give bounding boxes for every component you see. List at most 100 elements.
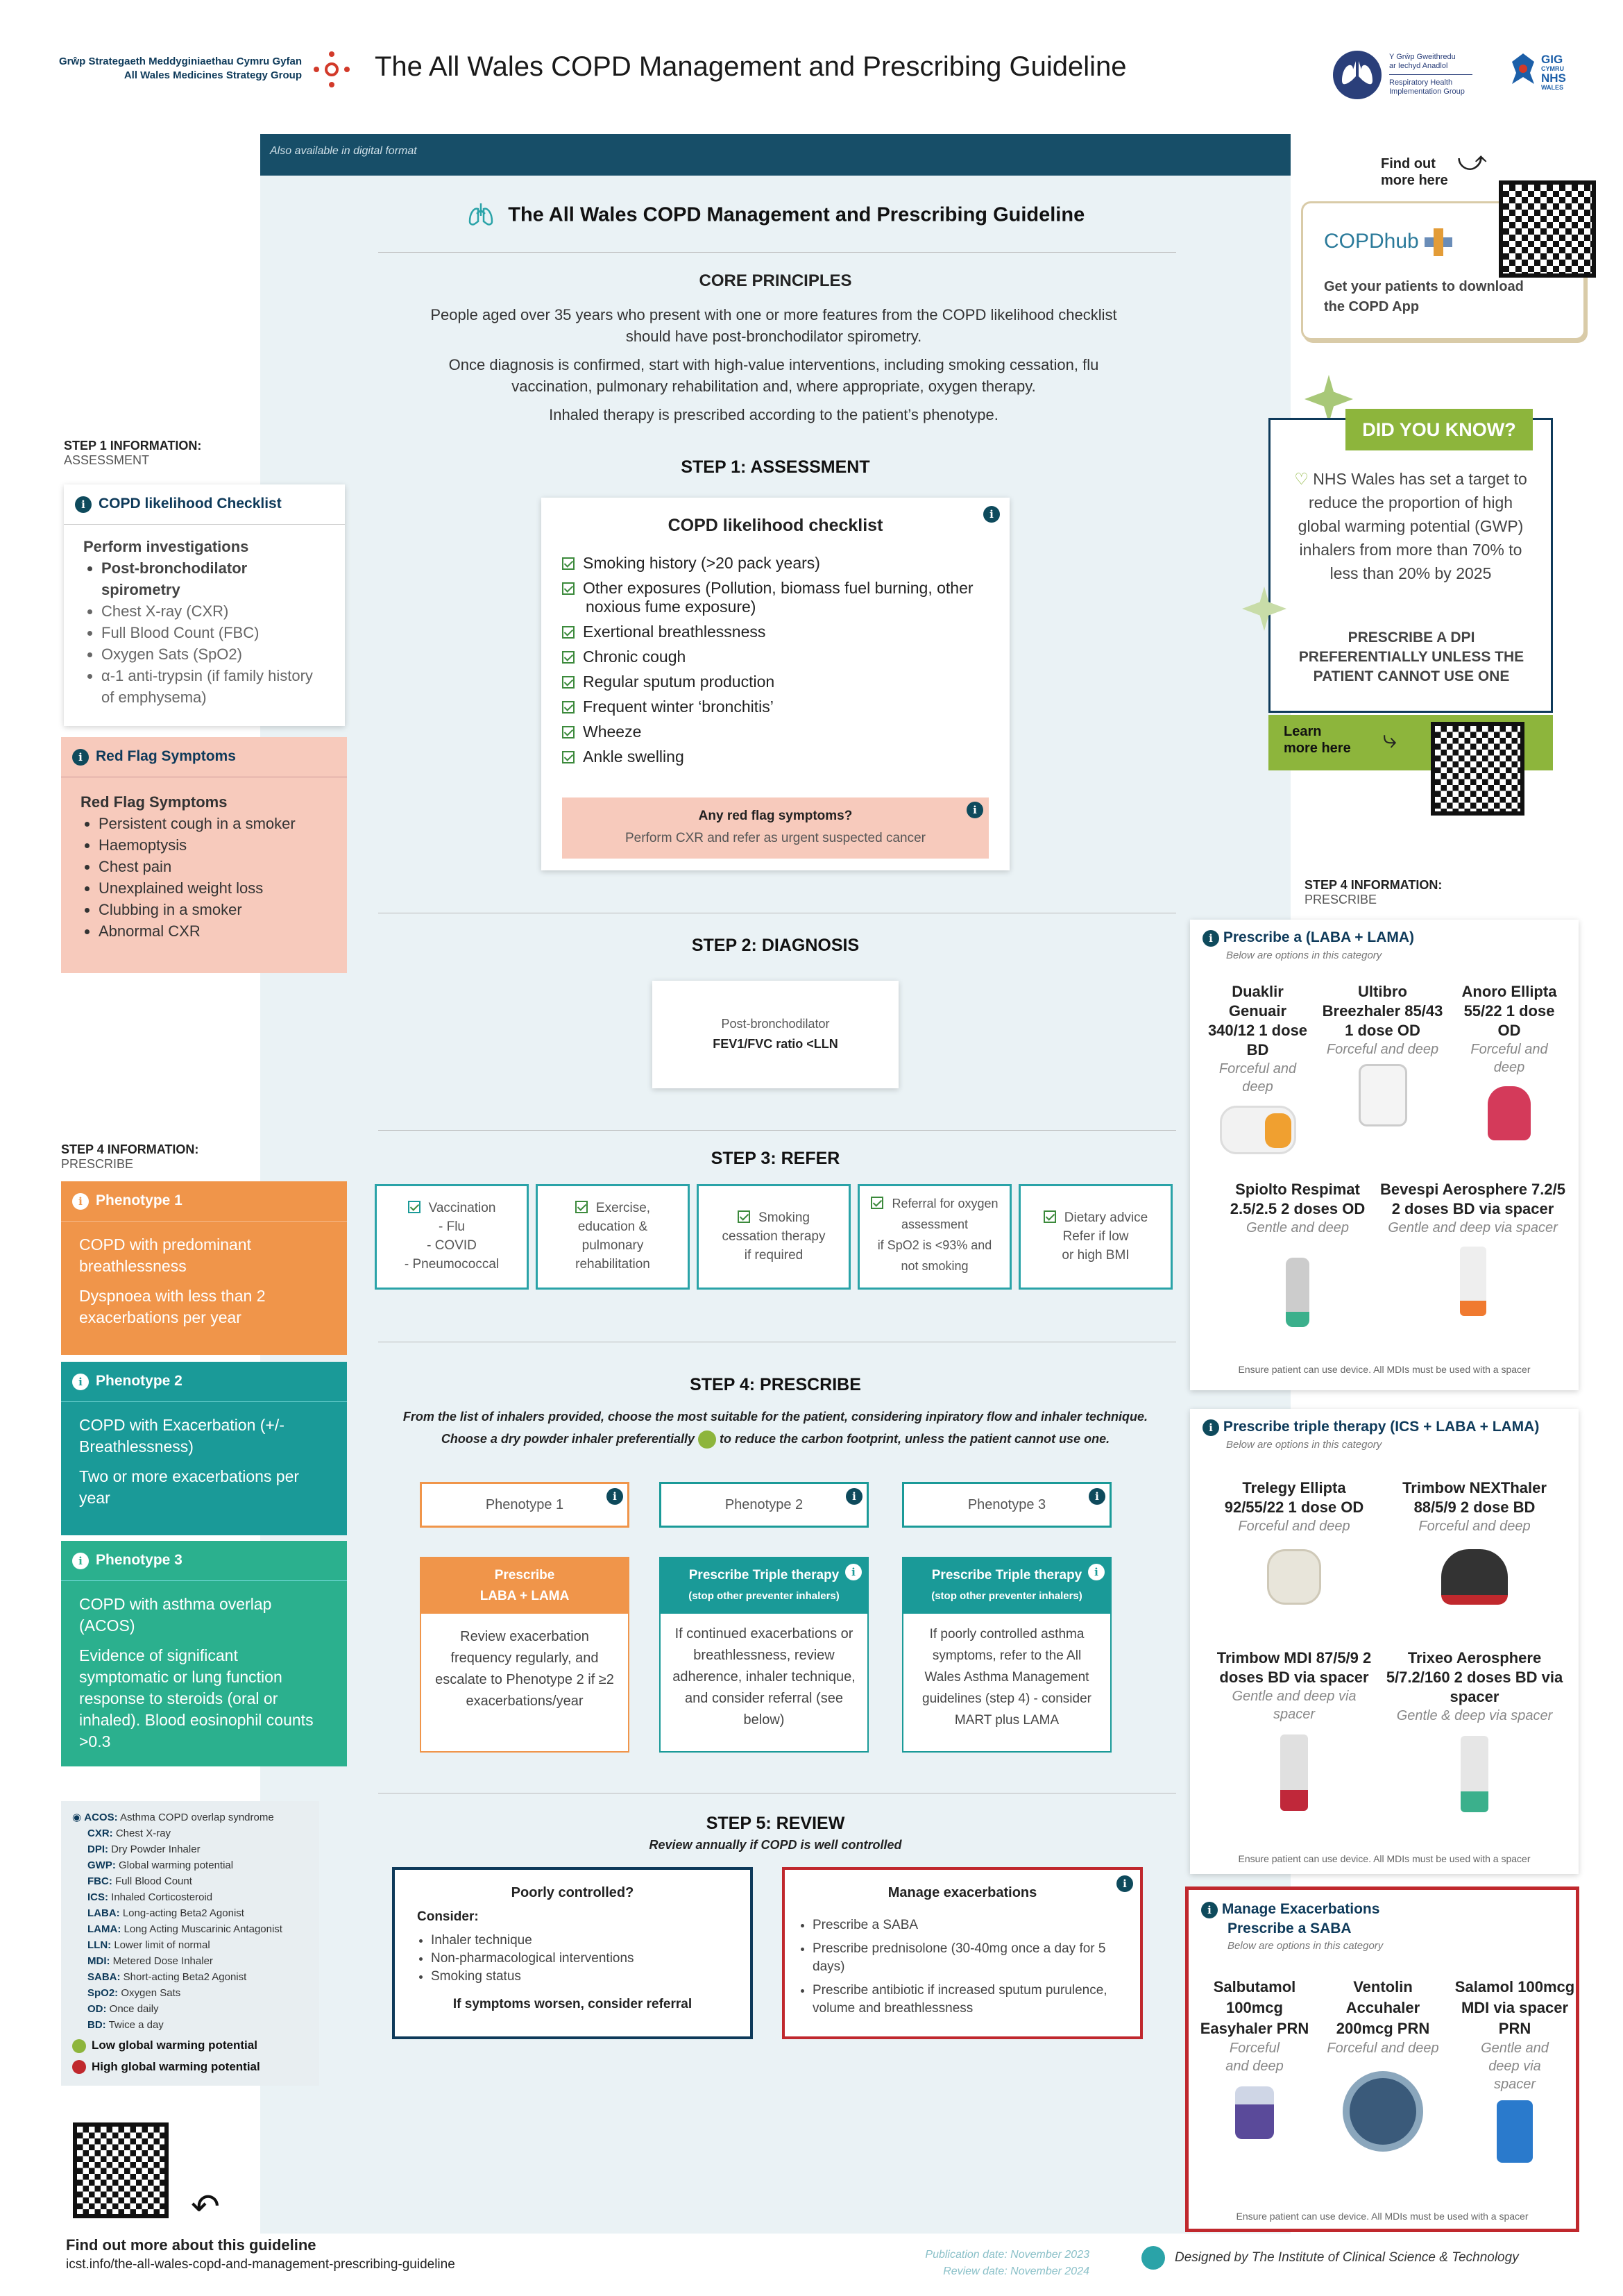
phenotype3-tab[interactable]: Phenotype 3 i: [902, 1482, 1112, 1528]
investigation-item: Chest X-ray (CXR): [101, 600, 325, 622]
abbreviation-item: LABA: Long-acting Beta2 Agonist: [87, 1907, 244, 1919]
triple-therapy-card: i Prescribe triple therapy (ICS + LABA +…: [1190, 1409, 1579, 1874]
rx1-line2: LABA + LAMA: [479, 1589, 570, 1603]
manage-saba-subtitle: Prescribe a SABA: [1227, 1921, 1352, 1936]
anoro-inhaler-icon: [1488, 1086, 1531, 1140]
main-title: The All Wales COPD Management and Prescr…: [508, 203, 1085, 226]
nhs-wales-logo: GIG CYMRU NHS WALES: [1509, 52, 1586, 101]
step3-title: STEP 3: REFER: [711, 1149, 840, 1168]
nhs-cymru: CYMRU: [1541, 65, 1564, 72]
trimbow-nexthaler-icon: [1441, 1549, 1508, 1605]
find-out-more-top: Find out more here: [1381, 156, 1448, 188]
core-principles-title: CORE PRINCIPLES: [699, 271, 852, 290]
checklist-item: Smoking history (>20 pack years): [562, 554, 989, 573]
investigation-item: Post-bronchodilator spirometry: [101, 557, 325, 600]
info-icon[interactable]: i: [983, 506, 1000, 523]
accuhaler-icon: [1343, 2071, 1423, 2152]
phenotype2-tab[interactable]: Phenotype 2 i: [659, 1482, 869, 1528]
core-p3: Inhaled therapy is prescribed according …: [549, 406, 999, 423]
org-english: All Wales Medicines Strategy Group: [124, 69, 302, 81]
heart-icon: ♡: [1294, 470, 1309, 488]
investigation-item: Oxygen Sats (SpO2): [101, 643, 325, 665]
checkbox-icon: [562, 651, 575, 664]
step4-title: STEP 4: PRESCRIBE: [690, 1375, 861, 1394]
info-icon[interactable]: i: [1201, 1902, 1218, 1918]
publication-dates: Publication date: November 2023 Review d…: [925, 2249, 1089, 2277]
laba-lama-card: i Prescribe a (LABA + LAMA) Below are op…: [1190, 920, 1579, 1390]
rx3-body: If poorly controlled asthma symptoms, re…: [922, 1627, 1091, 1728]
checkbox-icon: [562, 751, 575, 763]
bevespi-inhaler-icon: [1459, 1247, 1486, 1316]
perform-label: Perform investigations: [83, 538, 249, 555]
abbreviation-item: MDI: Metered Dose Inhaler: [87, 1955, 213, 1967]
manage-item: Prescribe antibiotic if increased sputum…: [813, 1982, 1123, 2018]
info-icon[interactable]: i: [1088, 1564, 1105, 1580]
phenotype3-desc-b: Evidence of significant symptomatic or l…: [79, 1646, 314, 1750]
info-icon[interactable]: i: [846, 1488, 863, 1505]
guideline-qr-code[interactable]: [73, 2122, 169, 2218]
phenotype1-desc-b: Dyspnoea with less than 2 exacerbations …: [79, 1287, 266, 1326]
inhaler-salbutamol: Salbutamol 100mcg Easyhaler PRN Forceful…: [1196, 1977, 1314, 2139]
info-icon[interactable]: i: [72, 1374, 89, 1390]
info-icon[interactable]: i: [75, 496, 92, 513]
info-icon[interactable]: i: [1089, 1488, 1105, 1505]
red-flag-action: Perform CXR and refer as urgent suspecte…: [625, 831, 926, 845]
info-icon[interactable]: i: [967, 802, 983, 818]
red-flag-callout: i Any red flag symptoms? Perform CXR and…: [562, 797, 989, 859]
phenotype1-tab[interactable]: Phenotype 1 i: [420, 1482, 629, 1528]
redflag-item: Persistent cough in a smoker: [99, 813, 328, 834]
checkbox-icon: [575, 1201, 588, 1213]
saba-ensure-note: Ensure patient can use device. All MDIs …: [1236, 2211, 1529, 2222]
checklist-item: Frequent winter ‘bronchitis’: [562, 698, 989, 716]
abbreviation-item: CXR: Chest X-ray: [87, 1827, 171, 1839]
main-panel: Also available in digital format The All…: [260, 134, 1291, 2234]
icst-logo-icon: [1141, 2246, 1165, 2270]
guideline-url[interactable]: icst.info/the-all-wales-copd-and-managem…: [66, 2257, 455, 2272]
phenotype1-desc-a: COPD with predominant breathlessness: [79, 1235, 251, 1275]
laba-ensure-note: Ensure patient can use device. All MDIs …: [1238, 1364, 1531, 1375]
rx3-line1: Prescribe Triple therapy: [931, 1568, 1082, 1582]
abbreviation-item: GWP: Global warming potential: [87, 1859, 234, 1871]
phenotype2-desc-a: COPD with Exacerbation (+/- Breathlessne…: [79, 1416, 284, 1455]
checkbox-icon: [407, 1201, 420, 1213]
abbreviation-item: SpO2: Oxygen Sats: [87, 1987, 181, 1999]
inhaler-salamol: Salamol 100mcg MDI via spacer PRN Gentle…: [1452, 1977, 1577, 2163]
info-icon[interactable]: i: [72, 1553, 89, 1569]
step5-title: STEP 5: REVIEW: [706, 1814, 845, 1833]
rhig-english-1: Respiratory Health: [1389, 78, 1453, 87]
info-icon[interactable]: i: [1203, 930, 1219, 947]
info-icon[interactable]: i: [1203, 1419, 1219, 1436]
info-icon[interactable]: i: [72, 1193, 89, 1210]
inhaler-duaklir: Duaklir Genuair 340/12 1 dose BD Forcefu…: [1204, 982, 1311, 1154]
copdhub-app-text: Get your patients to download the COPD A…: [1324, 279, 1524, 314]
investigation-item: Full Blood Count (FBC): [101, 622, 325, 643]
checkbox-icon: [562, 726, 575, 738]
inhaler-trelegy: Trelegy Ellipta 92/55/22 1 dose OD Force…: [1211, 1478, 1377, 1605]
nhs-gig: GIG: [1541, 53, 1563, 66]
info-icon[interactable]: i: [72, 749, 89, 766]
copdhub-logo: COPDhub: [1324, 228, 1453, 256]
rx2-line1: Prescribe Triple therapy: [688, 1568, 840, 1582]
inhaler-trimbow-next: Trimbow NEXThaler 88/5/9 2 dose BD Force…: [1384, 1478, 1565, 1605]
inhaler-trixeo: Trixeo Aerosphere 5/7.2/160 2 doses BD v…: [1384, 1648, 1565, 1812]
duaklir-inhaler-icon: [1219, 1106, 1296, 1154]
checkbox-icon: [1043, 1210, 1056, 1223]
lungs-icon: [468, 203, 493, 226]
checkbox-icon: [562, 557, 575, 570]
manage-saba-card: i Manage Exacerbations Prescribe a SABA …: [1185, 1886, 1579, 2232]
did-you-know-bold: PRESCRIBE A DPI PREFERENTIALLY UNLESS TH…: [1298, 630, 1524, 684]
core-p2: Once diagnosis is confirmed, start with …: [448, 356, 1099, 395]
info-icon[interactable]: i: [845, 1564, 862, 1580]
checkbox-icon: [871, 1197, 884, 1209]
copdhub-qr-code[interactable]: [1499, 180, 1596, 278]
info-icon[interactable]: i: [606, 1488, 623, 1505]
abbreviation-item: SABA: Short-acting Beta2 Agonist: [87, 1971, 247, 1983]
icst-credit: Designed by The Institute of Clinical Sc…: [1141, 2246, 1519, 2270]
step5-subtitle: Review annually if COPD is well controll…: [649, 1838, 902, 1852]
info-icon[interactable]: i: [1116, 1875, 1133, 1892]
learn-more-qr-code[interactable]: [1431, 722, 1524, 816]
